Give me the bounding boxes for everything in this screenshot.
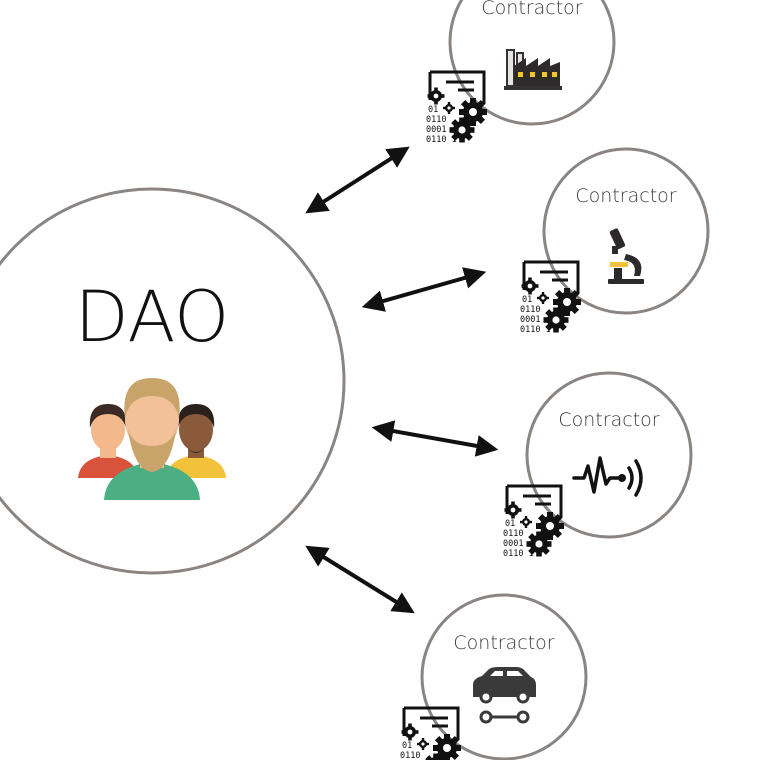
code-line: 01 [522, 295, 532, 305]
arrow-contractor-1 [305, 146, 410, 214]
sensor-signal-icon [572, 456, 643, 497]
smart-contract-icon: 01 0110 0001 0110 1 [520, 260, 583, 335]
contractor-circle [542, 147, 710, 315]
car-icon [473, 667, 536, 724]
code-line: 0110 [520, 305, 540, 315]
factory-icon [504, 49, 562, 90]
contractor-node-1: Contractor 01 0110 0001 0110 1 [426, 0, 616, 145]
code-line: 0001 [503, 539, 523, 549]
smart-contract-icon: 01 0110 [400, 706, 463, 760]
people-group-icon [78, 378, 226, 500]
code-line: 01 [505, 519, 515, 529]
arrow-contractor-2 [361, 267, 487, 312]
contractor-label: Contractor [575, 185, 676, 207]
dao-circle [0, 187, 346, 575]
code-line: 0110 [400, 751, 420, 760]
contractor-circle [525, 371, 693, 539]
code-line: 0110 1 [503, 549, 534, 559]
contractor-node-3: Contractor 01 0110 0001 0110 1 [503, 371, 693, 559]
microscope-icon [608, 228, 644, 284]
code-line: 0110 1 [426, 135, 457, 145]
connection-arrows [305, 146, 499, 614]
contractor-node-2: Contractor 01 0110 0001 0110 1 [520, 147, 710, 335]
code-line: 0001 [520, 315, 540, 325]
code-line: 0001 [426, 125, 446, 135]
arrow-contractor-3 [371, 420, 499, 457]
contractor-node-4: Contractor 01 0110 [400, 593, 588, 760]
code-line: 01 [428, 105, 438, 115]
contractor-label: Contractor [481, 0, 582, 19]
arrow-contractor-4 [305, 545, 415, 614]
dao-node: DAO [0, 187, 346, 575]
contractor-label: Contractor [453, 632, 554, 654]
code-line: 0110 1 [520, 325, 551, 335]
code-line: 01 [402, 741, 412, 751]
contractor-circle [448, 0, 616, 126]
dao-title: DAO [75, 276, 229, 358]
smart-contract-icon: 01 0110 0001 0110 1 [426, 70, 489, 145]
smart-contract-icon: 01 0110 0001 0110 1 [503, 484, 566, 559]
code-line: 0110 [503, 529, 523, 539]
contractor-label: Contractor [558, 409, 659, 431]
code-line: 0110 [426, 115, 446, 125]
